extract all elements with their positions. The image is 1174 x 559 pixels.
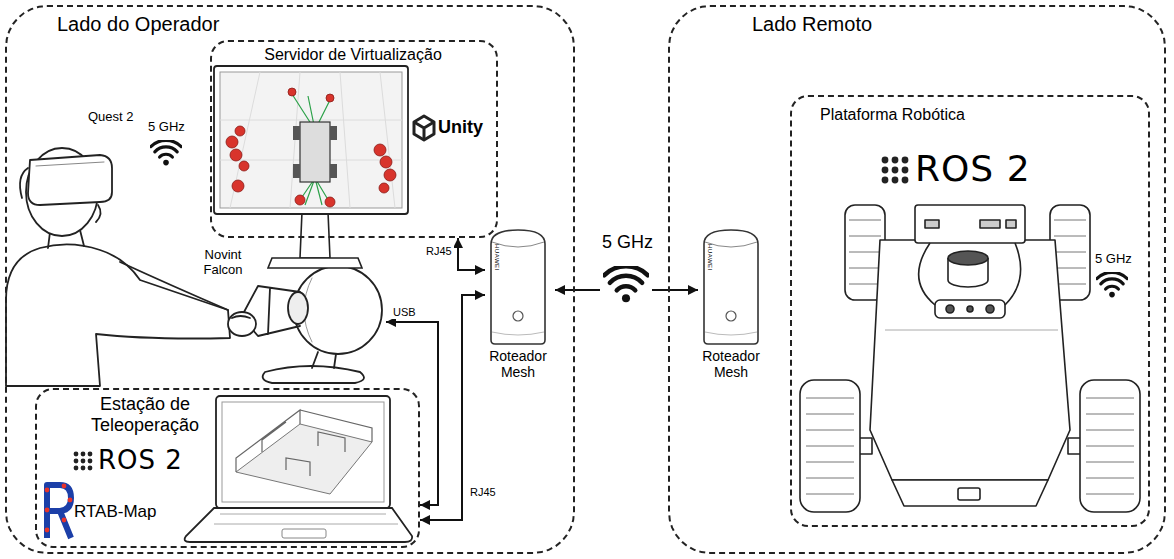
- group-box: Plataforma RobóticaROS 2: [790, 95, 1150, 527]
- connector-label: RJ45: [424, 245, 454, 258]
- connector-label: USB: [391, 306, 418, 319]
- logo-text: ROS 2: [915, 148, 1031, 189]
- device-name: Novint Falcon: [190, 248, 256, 278]
- frequency-label: 5 GHz: [148, 120, 185, 135]
- router-right-icon: [704, 230, 758, 344]
- device-label: Quest 2: [88, 110, 134, 125]
- rtabmap-logo: [45, 484, 73, 538]
- connector: [386, 322, 438, 505]
- logo-text: RTAB-Map: [74, 502, 157, 522]
- group-title: Estação de Teleoperação: [65, 394, 225, 435]
- logo-text: Unity: [438, 117, 483, 138]
- brand-label: HUAWEI: [706, 244, 713, 271]
- group-title: Servidor de Virtualização: [212, 46, 494, 64]
- group-box: Servidor de VirtualizaçãoUnity: [210, 40, 498, 238]
- group-title: Plataforma Robótica: [820, 106, 965, 124]
- frequency-label: 5 GHz: [1095, 252, 1132, 267]
- robot-platform: [800, 205, 1140, 512]
- router-name: Roteador Mesh: [698, 348, 764, 380]
- laptop: [185, 396, 412, 542]
- connector-label: 5 GHz: [600, 232, 655, 253]
- region-title: Lado do Operador: [57, 13, 219, 36]
- logo-text: ROS 2: [98, 446, 183, 476]
- group-box: Estação de TeleoperaçãoROS 2 RTAB-Map: [35, 388, 420, 548]
- unity-icon: [414, 116, 434, 140]
- operator-figure: [6, 148, 230, 386]
- brand-label: HUAWEI: [493, 244, 500, 271]
- router-left-icon: [491, 230, 545, 344]
- device-node: Novint Falcon: [190, 244, 386, 384]
- region-title: Lado Remoto: [752, 13, 872, 36]
- region-box: Lado RemotoRoteador Mesh Plataforma Robót…: [668, 5, 1166, 554]
- router-name: Roteador Mesh: [485, 348, 551, 380]
- connector-label: RJ45: [468, 486, 498, 499]
- region-box: Lado do OperadorServidor de Virtualizaçã…: [5, 5, 575, 554]
- haptic-device: [228, 266, 382, 383]
- wifi-icon: [604, 266, 648, 302]
- connector: [458, 238, 485, 270]
